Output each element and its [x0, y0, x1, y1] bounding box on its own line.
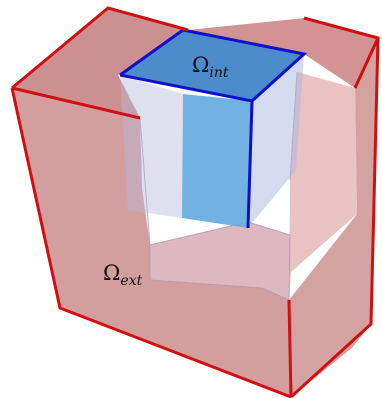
interior-domain — [120, 30, 304, 228]
interior-front-face — [182, 94, 252, 228]
interior-left-face — [120, 75, 183, 218]
